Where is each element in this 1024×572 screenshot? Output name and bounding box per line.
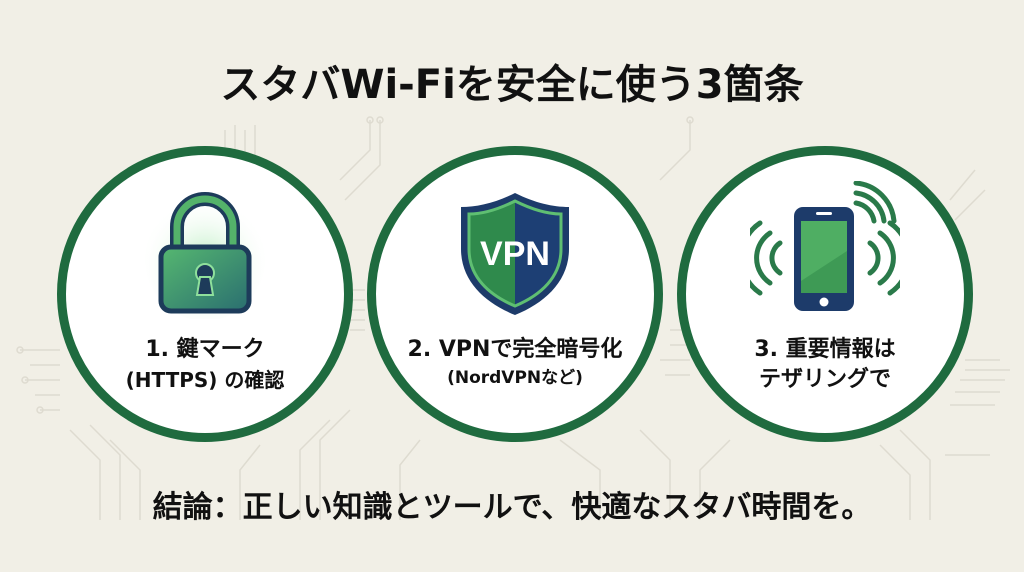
tip-3-title: 3. 重要情報は bbox=[754, 337, 896, 362]
tip-2-subtitle: (NordVPNなど) bbox=[447, 368, 583, 388]
conclusion-text: 結論：正しい知識とツールで、快適なスタバ時間を。 bbox=[152, 490, 872, 525]
tip-card-tethering: 3. 重要情報は テザリングで bbox=[677, 146, 973, 442]
vpn-shield-icon: VPN bbox=[461, 193, 569, 315]
tip-card-vpn: VPN 2. VPNで完全暗号化 (NordVPNなど) bbox=[367, 146, 663, 442]
tip-card-https: 1. 鍵マーク (HTTPS) の確認 bbox=[57, 146, 353, 442]
padlock-icon bbox=[145, 192, 265, 319]
tip-1-subtitle: (HTTPS) の確認 bbox=[125, 368, 285, 392]
smartphone-signal-icon bbox=[750, 181, 900, 311]
tip-1-title: 1. 鍵マーク bbox=[145, 337, 265, 362]
tip-2-title: 2. VPNで完全暗号化 bbox=[407, 337, 623, 362]
tip-3-subtitle: テザリングで bbox=[758, 367, 891, 392]
vpn-shield-label: VPN bbox=[480, 235, 550, 273]
page-title: スタバWi-Fiを安全に使う3箇条 bbox=[220, 62, 804, 108]
